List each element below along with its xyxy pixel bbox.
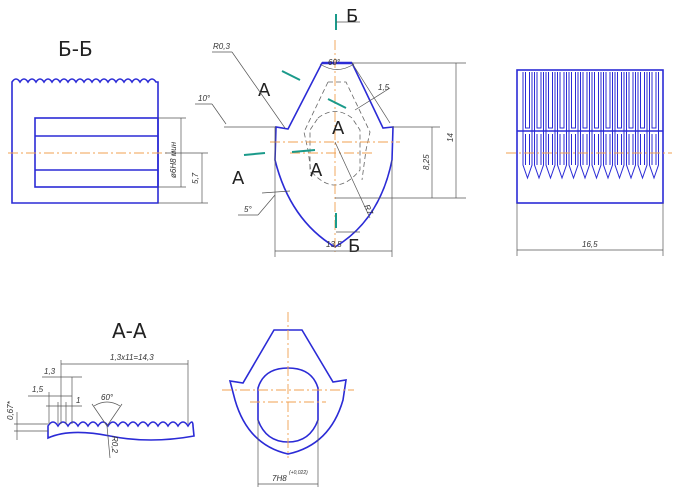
- side-tooth: [626, 72, 636, 180]
- cut-label-a-2: А: [332, 118, 345, 139]
- side-tooth: [568, 72, 579, 180]
- section-aa-pitch-dim: 1,3: [44, 367, 56, 376]
- side-tooth: [637, 72, 648, 180]
- side-tooth: [614, 72, 625, 180]
- section-aa-pitch-total-dim: 1,3x11=14,3: [110, 353, 154, 362]
- section-bb-title: Б-Б: [58, 37, 93, 61]
- side-tooth: [591, 72, 602, 180]
- front-view: Б Б А А А А R0,3 60° 1,5 10° 8,25 14 R7: [195, 6, 466, 257]
- section-aa-depth-dim: 0,67*: [6, 400, 15, 420]
- section-bb-bore: [34, 117, 159, 188]
- front-angle-side-dim: 5°: [244, 205, 252, 214]
- cross-section-view: 7H8 (+0,022): [222, 312, 354, 487]
- front-angle-top-dim: 60°: [328, 58, 341, 67]
- front-height-total-dim: 14: [446, 133, 455, 142]
- cut-label-b-bottom: Б: [348, 236, 360, 257]
- front-outline: [274, 62, 394, 248]
- side-tooth: [522, 72, 533, 180]
- front-width-dim: 13,5: [326, 240, 342, 249]
- section-aa-profile: [47, 421, 195, 441]
- front-radius-tip-dim: R0,3: [213, 42, 230, 51]
- side-outline: [516, 69, 664, 204]
- cut-label-a-4: А: [310, 160, 323, 181]
- section-bb-height-dim: 5,7: [191, 172, 200, 184]
- cut-label-a-1: А: [258, 80, 271, 101]
- front-radius-main-dim: R7: [362, 203, 375, 217]
- side-tooth: [557, 72, 567, 180]
- side-tooth: [545, 72, 556, 180]
- section-aa-tooth-dim: 1: [76, 396, 80, 405]
- section-aa-offset-dim: 1,5: [32, 385, 44, 394]
- section-bb-bore-dim: ø6H8 мин: [169, 141, 178, 178]
- side-tooth: [649, 72, 659, 180]
- cross-section-bore-dim: 7H8: [272, 474, 287, 483]
- cross-section-tolerance: (+0,022): [289, 470, 308, 476]
- front-step-dim: 1,5: [378, 83, 390, 92]
- side-view: 16,5: [506, 69, 672, 256]
- section-bb-body: [11, 78, 159, 204]
- front-height-mid-dim: 8,25: [422, 154, 431, 170]
- section-bb-view: Б-Б ø6H8 мин 5,7: [8, 37, 208, 204]
- cut-label-b-top: Б: [346, 6, 358, 27]
- section-aa-view: А-А 1,3x11=14,3 1,3 1,5 1 0,67* 60° R0,2: [6, 319, 195, 459]
- cut-label-a-3: А: [232, 168, 245, 189]
- section-aa-angle-dim: 60°: [101, 393, 114, 402]
- side-width-dim: 16,5: [582, 240, 598, 249]
- section-aa-radius-dim: R0,2: [110, 436, 119, 453]
- side-tooth: [580, 72, 590, 180]
- side-tooth: [603, 72, 613, 180]
- side-teeth: [522, 72, 659, 180]
- section-aa-title: А-А: [112, 319, 147, 343]
- front-angle-left-dim: 10°: [198, 94, 211, 103]
- side-tooth: [534, 72, 544, 180]
